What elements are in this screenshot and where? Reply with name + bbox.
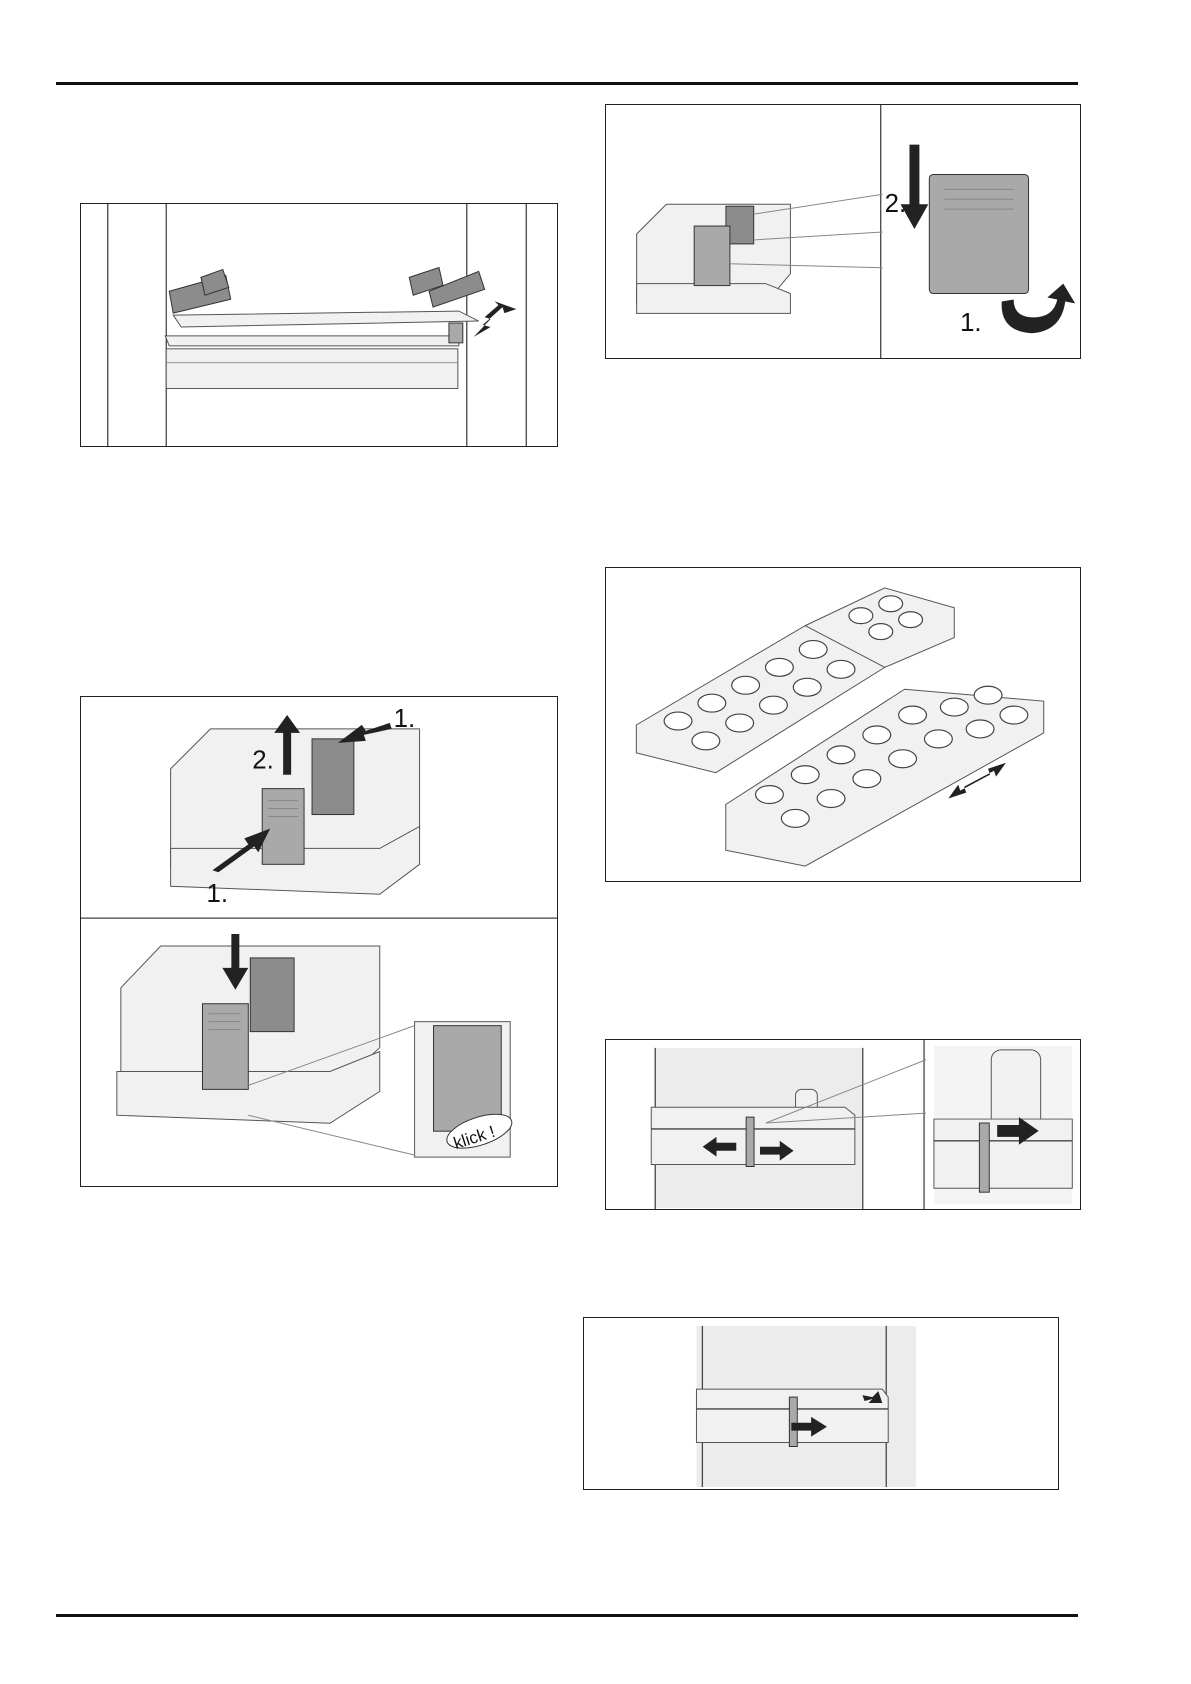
top-rule [56, 82, 1078, 85]
figure-bottle-holder [605, 1039, 1081, 1210]
panel-removal-illustration: 2. 1. [606, 105, 1080, 358]
door-rack-illustration [584, 1318, 1058, 1489]
step-1-label: 1. [960, 309, 982, 337]
step-1-label-top: 1. [394, 705, 416, 733]
shelf-insert-illustration [81, 204, 557, 446]
egg-trays-illustration [606, 568, 1080, 881]
step-1-label-bottom: 1. [206, 880, 228, 908]
slide-in-arrow-icon [474, 301, 517, 337]
figure-shelf-insert [80, 203, 558, 447]
bottom-rule [56, 1614, 1078, 1617]
figure-divider-mounting: 1. 2. 1. klick ! [80, 696, 558, 1187]
figure-panel-removal: 2. 1. [605, 104, 1081, 359]
bottle-holder-illustration [606, 1040, 1080, 1209]
figure-door-rack [583, 1317, 1059, 1490]
step-2-label: 2. [885, 190, 907, 218]
divider-mounting-illustration: 1. 2. 1. klick ! [81, 697, 557, 1186]
figure-egg-trays [605, 567, 1081, 882]
step-2-label: 2. [252, 747, 274, 775]
